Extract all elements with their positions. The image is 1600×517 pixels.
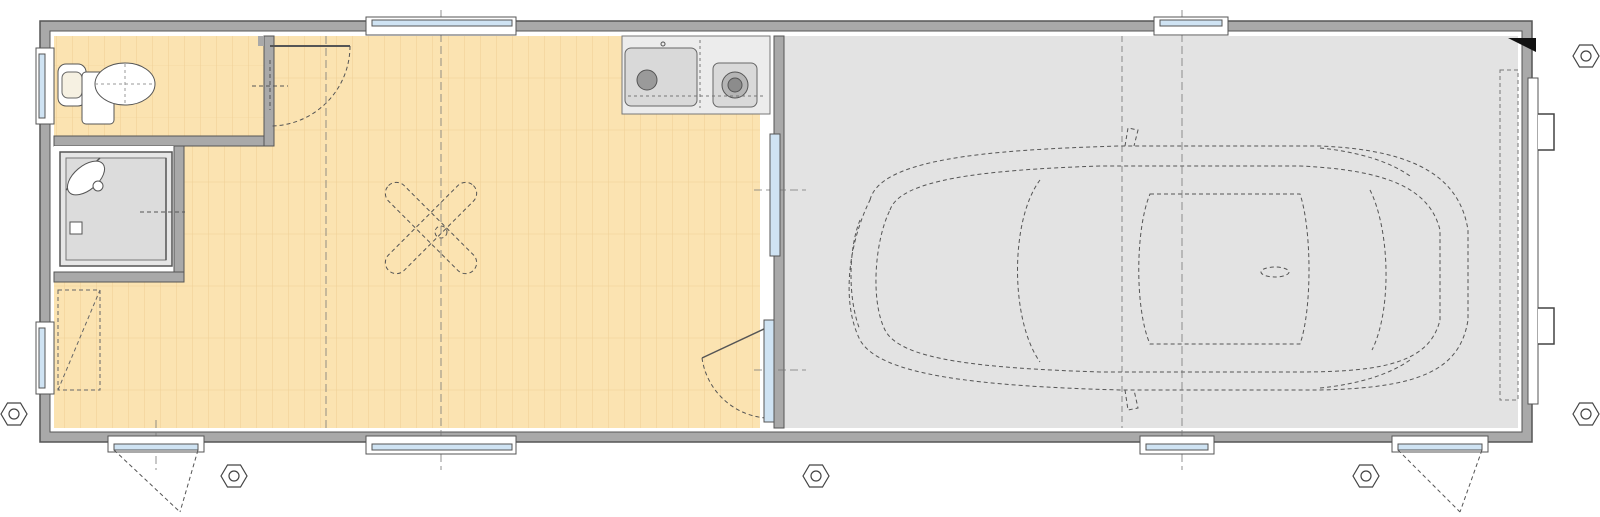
door-handles [1538, 113, 1555, 345]
kitchen-counter [621, 35, 771, 115]
toilet-room [53, 35, 351, 147]
hexagon-post-icon [1352, 464, 1380, 488]
sink-icon [624, 47, 698, 107]
closet [57, 289, 101, 391]
hexagon-post-icon [1572, 44, 1600, 68]
exterior-doors [107, 435, 1489, 513]
hexagon-post-icon [802, 464, 830, 488]
shower-room [53, 145, 185, 283]
garage-door-swing [701, 319, 775, 423]
windows [35, 16, 1539, 455]
hexagon-post-icon [220, 464, 248, 488]
hexagon-post-icon [1572, 402, 1600, 426]
shower-icon [59, 151, 185, 267]
hexagon-post-icon [0, 402, 28, 426]
toilet-icon [81, 62, 156, 125]
washbasin-icon [57, 63, 87, 107]
car-outline-icon [848, 127, 1469, 411]
garage-floor [773, 35, 1536, 429]
hexagon-posts [0, 44, 1600, 488]
